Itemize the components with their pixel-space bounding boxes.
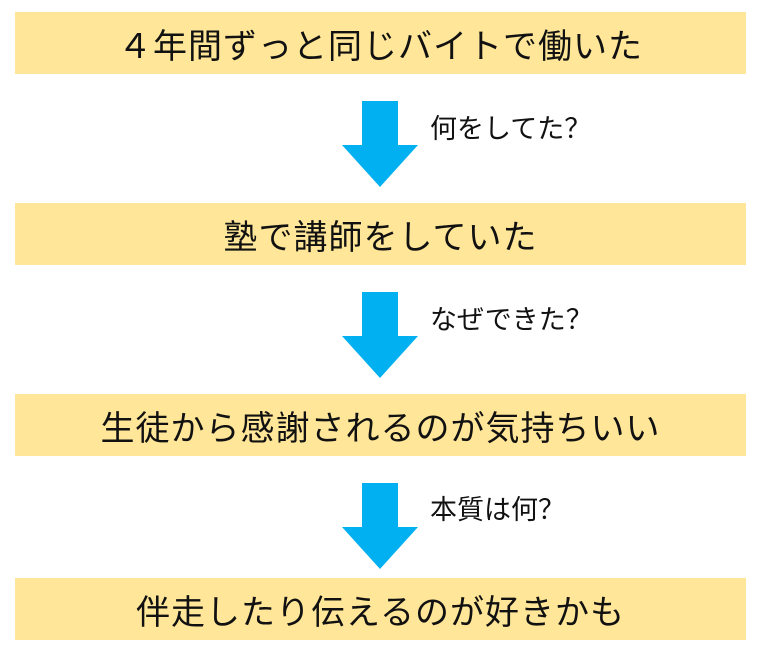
step-box-4: 伴走したり伝えるのが好きかも bbox=[15, 578, 746, 640]
question-label-3: 本質は何？ bbox=[430, 495, 565, 526]
down-arrow-icon bbox=[342, 101, 418, 187]
step-text-3: 生徒から感謝されるのが気持ちいい bbox=[100, 408, 661, 449]
down-arrow-icon bbox=[342, 292, 418, 378]
step-box-1: ４年間ずっと同じバイトで働いた bbox=[15, 12, 746, 74]
step-text-1: ４年間ずっと同じバイトで働いた bbox=[118, 26, 643, 67]
step-box-3: 生徒から感謝されるのが気持ちいい bbox=[15, 394, 746, 456]
question-label-2: なぜできた？ bbox=[430, 305, 593, 336]
step-text-2: 塾で講師をしていた bbox=[223, 217, 538, 258]
step-box-2: 塾で講師をしていた bbox=[15, 203, 746, 265]
down-arrow-icon bbox=[342, 483, 418, 569]
question-label-1: 何をしてた？ bbox=[430, 114, 592, 145]
step-text-4: 伴走したり伝えるのが好きかも bbox=[136, 592, 625, 633]
